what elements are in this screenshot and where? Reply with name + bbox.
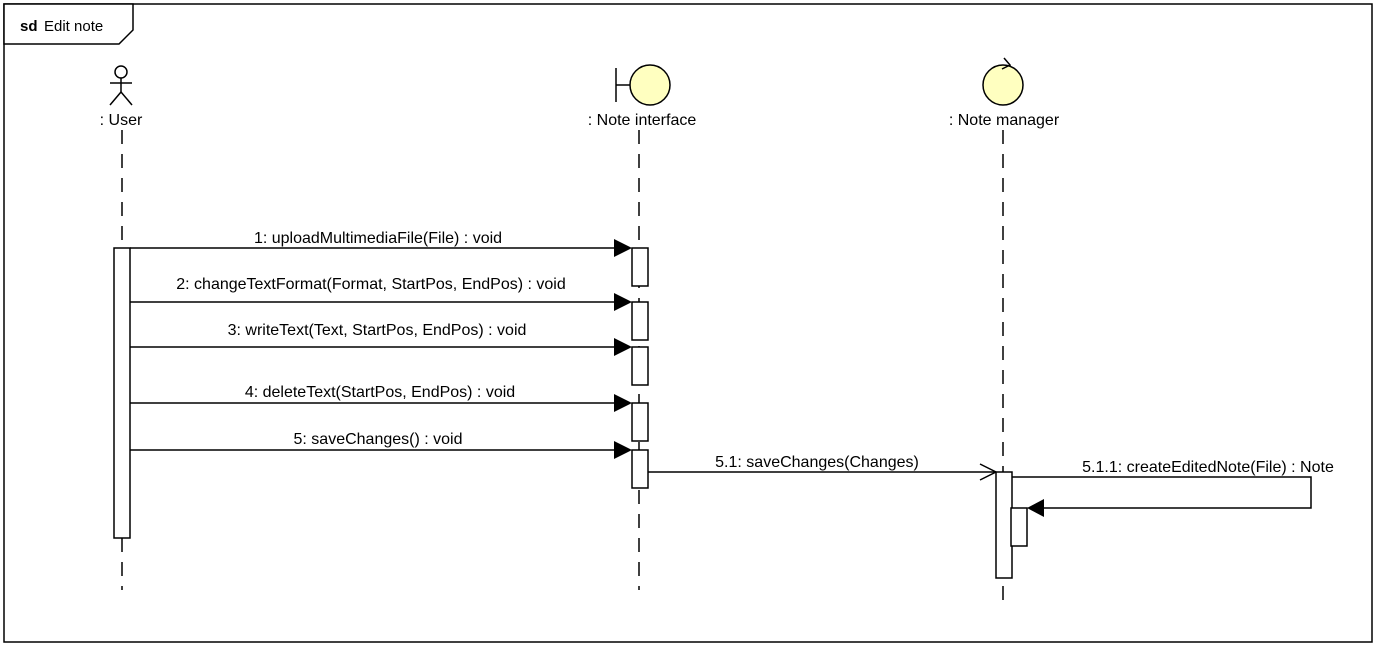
arrow-head-icon [614,394,632,412]
frame-keyword: sd [20,18,38,35]
message-2[interactable]: 2: changeTextFormat(Format, StartPos, En… [130,276,632,311]
arrow-head-icon [614,441,632,459]
lifeline-note-manager[interactable]: : Note manager [949,57,1060,604]
open-arrow-head-icon [979,463,998,481]
activation-bar [631,402,649,442]
actor-icon [109,65,133,106]
arrow-head-icon [1027,499,1044,517]
lifeline-user[interactable]: : User [100,65,143,590]
activation-bar [631,247,649,287]
arrow-head-icon [614,338,632,356]
frame-label-box [3,3,134,45]
message-label: 5: saveChanges() : void [294,431,463,448]
arrow-head-icon [614,239,632,257]
lifeline-note-interface[interactable]: : Note interface [588,64,697,590]
message-label: 5.1.1: createEditedNote(File) : Note [1082,459,1334,476]
message-label: 4: deleteText(StartPos, EndPos) : void [245,384,515,401]
activation-bar [631,301,649,341]
message-1[interactable]: 1: uploadMultimediaFile(File) : void [130,230,632,257]
message-3[interactable]: 3: writeText(Text, StartPos, EndPos) : v… [130,322,632,356]
message-label: 1: uploadMultimediaFile(File) : void [254,230,502,247]
control-icon [982,57,1024,106]
activation-bar [995,471,1013,579]
message-5[interactable]: 5: saveChanges() : void [130,431,632,459]
message-label: 3: writeText(Text, StartPos, EndPos) : v… [228,322,527,339]
message-label: 2: changeTextFormat(Format, StartPos, En… [176,276,566,293]
lifeline-label: : Note manager [949,112,1060,129]
message-label: 5.1: saveChanges(Changes) [715,454,919,471]
message-5-1-1[interactable]: 5.1.1: createEditedNote(File) : Note [1012,459,1334,517]
lifeline-label: : User [100,112,143,129]
activation-bar [113,247,131,539]
lifeline-label: : Note interface [588,112,697,129]
self-message-line [1012,476,1312,509]
activation-bar [631,449,649,489]
arrow-head-icon [614,293,632,311]
diagram-frame [3,3,1373,643]
message-4[interactable]: 4: deleteText(StartPos, EndPos) : void [130,384,632,412]
boundary-icon [615,64,671,106]
activation-bar-nested [1010,507,1028,547]
frame-title: Edit note [44,18,103,35]
activation-bar [631,346,649,386]
message-5-1[interactable]: 5.1: saveChanges(Changes) [648,454,998,481]
